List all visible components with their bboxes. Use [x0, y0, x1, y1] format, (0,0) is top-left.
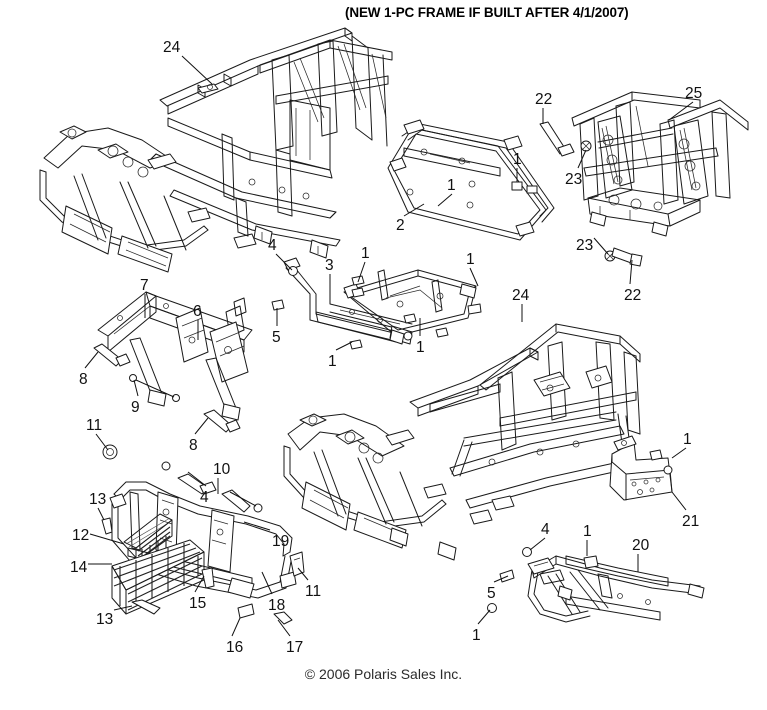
callout-number-1: 1	[583, 523, 592, 540]
leader-line-11	[297, 567, 309, 581]
assembly-frame-lower-right	[283, 323, 641, 561]
leader-line-24	[181, 55, 213, 85]
leader-line-1	[437, 193, 453, 207]
copyright-notice: © 2006 Polaris Sales Inc.	[304, 666, 463, 682]
assembly-mid-support	[283, 257, 482, 350]
leader-line-19	[243, 521, 271, 531]
callout-number-8: 8	[189, 437, 198, 454]
callout-number-18: 18	[268, 597, 286, 614]
assembly-grab-rail	[387, 119, 555, 241]
callout-number-22: 22	[535, 91, 553, 108]
leader-line-1	[335, 341, 353, 351]
callout-number-25: 25	[685, 85, 703, 102]
callout-number-11: 11	[305, 583, 322, 600]
callout-number-2: 2	[396, 217, 405, 234]
assembly-rear-rack-frame	[487, 547, 705, 623]
leader-line-11	[95, 433, 109, 451]
callout-number-23: 23	[565, 171, 583, 188]
header-note: (NEW 1-PC FRAME IF BUILT AFTER 4/1/2007)	[345, 5, 629, 20]
leader-line-17	[277, 619, 291, 637]
callout-number-22: 22	[624, 287, 642, 304]
leader-line-21	[671, 491, 687, 511]
callout-number-1: 1	[466, 251, 475, 268]
callout-number-1: 1	[472, 627, 481, 644]
callout-number-23: 23	[576, 237, 594, 254]
leader-line-5	[493, 575, 509, 583]
callout-number-20: 20	[632, 537, 650, 554]
assembly-frame-upper-left	[39, 27, 393, 273]
hardware-group-top-right	[511, 121, 643, 267]
leader-line-13	[113, 605, 133, 611]
callout-number-4: 4	[200, 489, 209, 506]
callout-number-12: 12	[72, 527, 90, 544]
leader-lines	[84, 55, 694, 637]
callout-number-5: 5	[487, 585, 496, 602]
leader-line-4	[187, 471, 207, 487]
leader-line-15	[194, 575, 205, 593]
callout-number-21: 21	[682, 513, 700, 530]
assembly-frame-rear-right	[571, 91, 749, 237]
callout-number-24: 24	[512, 287, 530, 304]
leader-line-4	[275, 253, 293, 271]
callout-number-1: 1	[328, 353, 337, 370]
callout-number-15: 15	[189, 595, 207, 612]
leader-line-16	[231, 617, 241, 637]
callout-number-4: 4	[268, 237, 277, 254]
assembly-engine-cradle	[93, 291, 285, 433]
leader-line-2	[403, 203, 425, 217]
callout-number-5: 5	[272, 329, 281, 346]
hardware-group-bumper	[101, 444, 305, 625]
callout-number-8: 8	[79, 371, 88, 388]
leader-line-18	[261, 571, 273, 595]
callout-number-16: 16	[226, 639, 244, 656]
leader-line-23	[593, 237, 609, 255]
leader-line-12	[89, 533, 125, 545]
callout-number-3: 3	[325, 257, 334, 274]
callout-number-1: 1	[513, 151, 522, 168]
callout-number-1: 1	[416, 339, 425, 356]
callout-number-17: 17	[286, 639, 304, 656]
callout-number-9: 9	[131, 399, 140, 416]
callout-number-1: 1	[361, 245, 370, 262]
leader-line-1	[671, 447, 687, 459]
callout-number-1: 1	[447, 177, 456, 194]
leader-line-8	[194, 417, 209, 435]
callout-number-6: 6	[193, 303, 202, 320]
leader-line-1	[469, 267, 479, 287]
callout-number-10: 10	[213, 461, 231, 478]
leader-line-22	[629, 259, 633, 285]
callout-number-13: 13	[96, 611, 114, 628]
leader-line-23	[577, 149, 587, 169]
callout-number-14: 14	[70, 559, 88, 576]
assembly-bracket-right	[609, 435, 673, 501]
leader-line-13	[97, 507, 105, 521]
leader-line-1	[477, 609, 491, 625]
callout-number-11: 11	[86, 417, 103, 434]
leader-line-25	[668, 101, 694, 121]
leader-line-8	[84, 351, 99, 369]
callout-number-1: 1	[683, 431, 692, 448]
callout-number-7: 7	[140, 277, 149, 294]
leader-line-4	[529, 537, 546, 551]
leader-line-1	[357, 261, 366, 283]
callout-number-19: 19	[272, 533, 290, 550]
callout-number-13: 13	[89, 491, 107, 508]
callout-number-24: 24	[163, 39, 181, 56]
leader-line-9	[133, 379, 139, 397]
callout-number-4: 4	[541, 521, 550, 538]
